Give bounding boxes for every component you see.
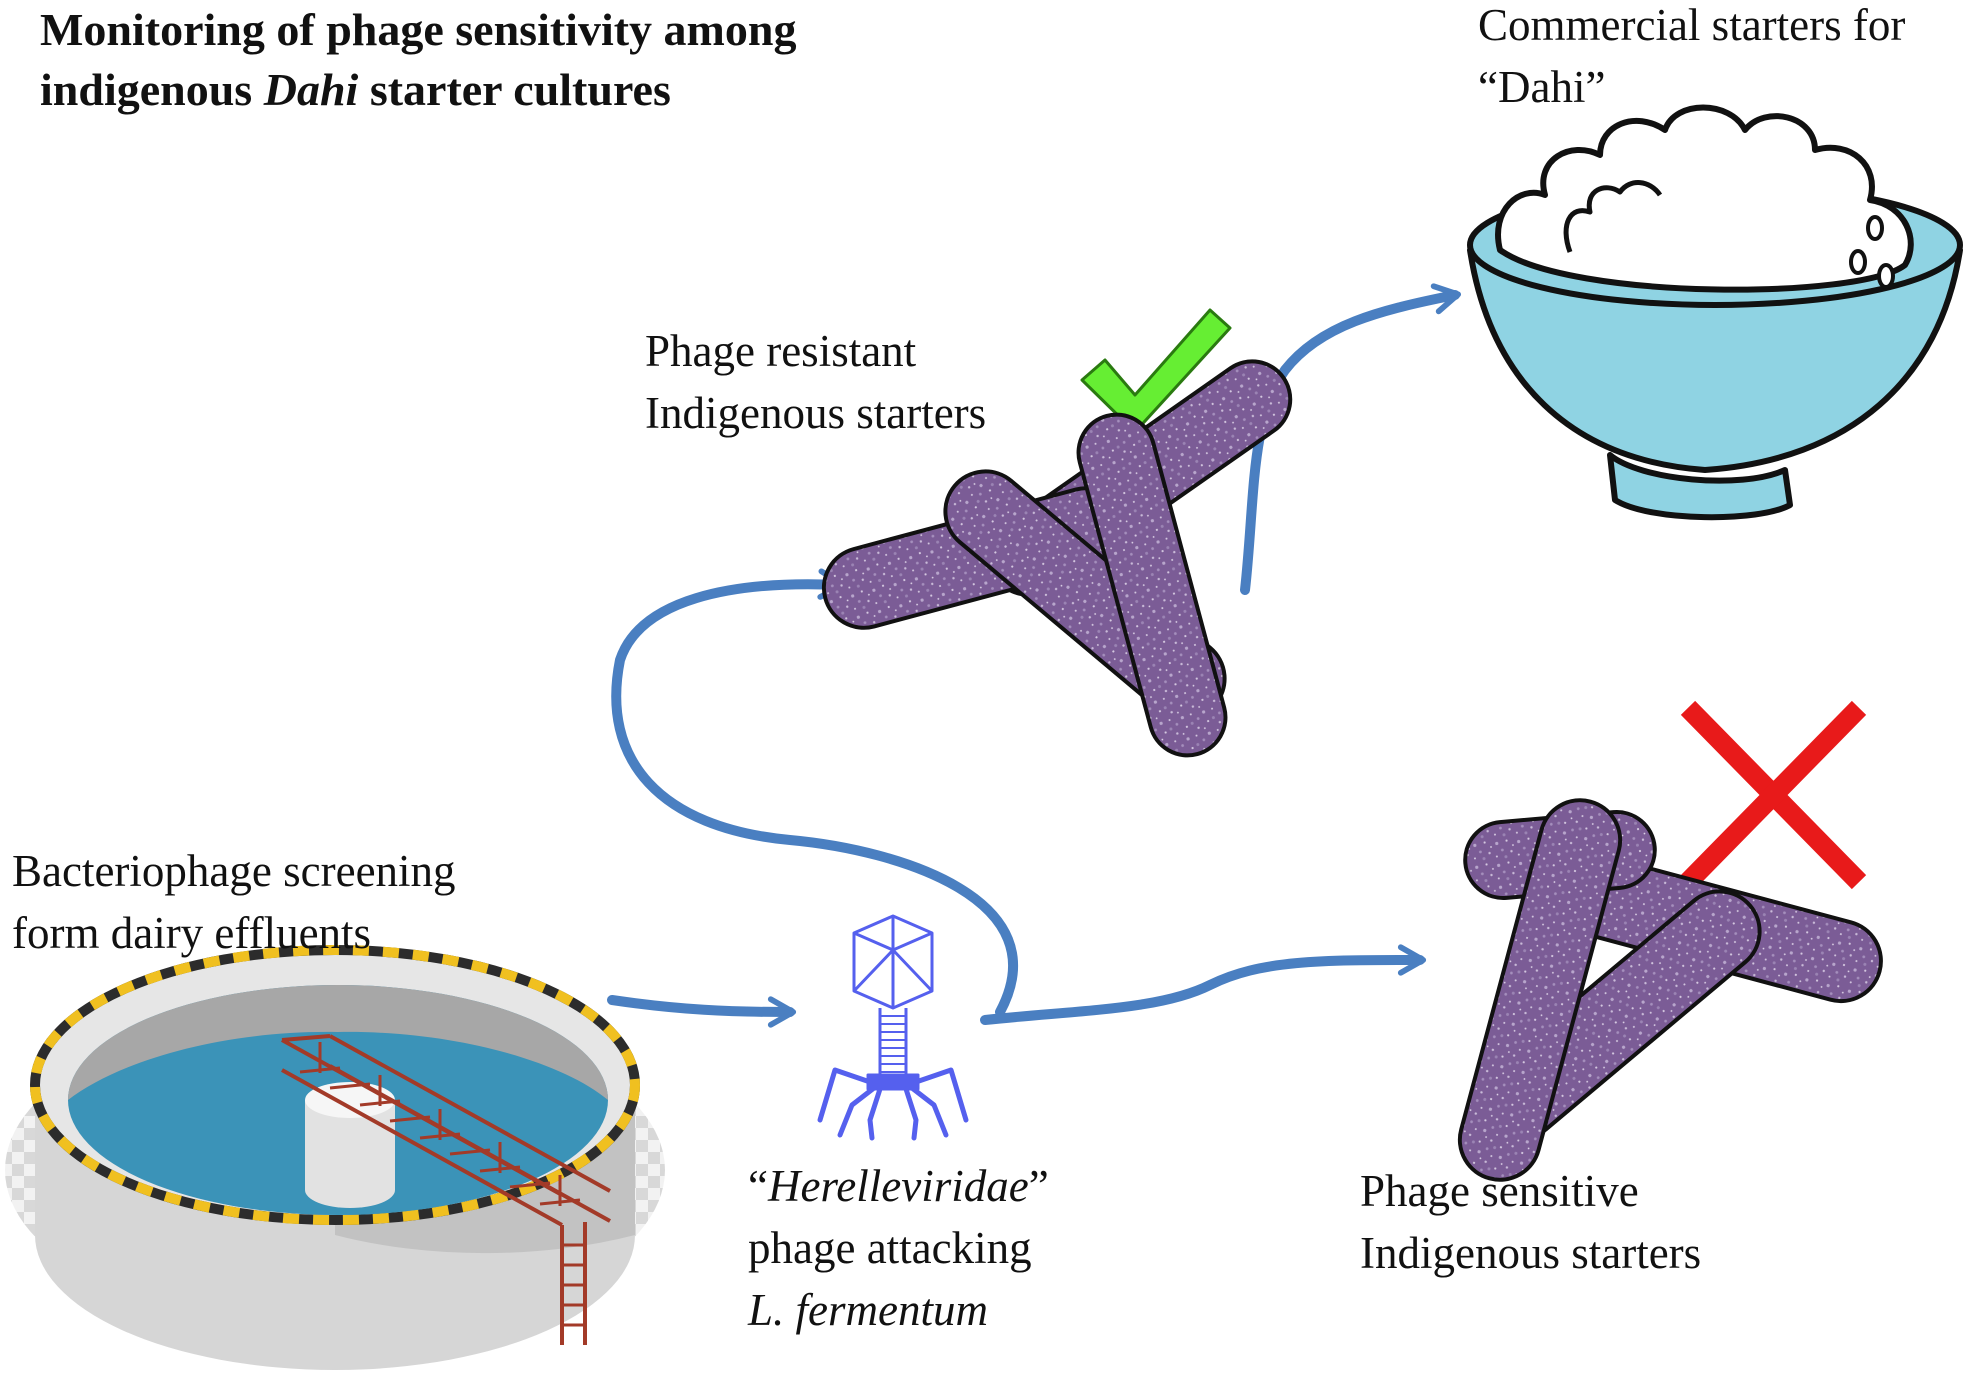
bacteriophage-icon — [817, 914, 969, 1141]
commercial-line-2: “Dahi” — [1478, 62, 1606, 112]
screening-line-2: form dairy effluents — [12, 908, 372, 958]
title-line-2-post: starter cultures — [358, 64, 671, 115]
commercial-line-1: Commercial starters for — [1478, 0, 1906, 50]
diagram-title: Monitoring of phage sensitivity among in… — [40, 0, 796, 120]
arrow-resistant-to-bowl — [1240, 283, 1462, 595]
effluent-tank-icon — [5, 945, 665, 1370]
arrow-phage-to-resistant — [611, 568, 1019, 1017]
title-dahi-italic: Dahi — [263, 64, 359, 115]
resistant-line-2: Indigenous starters — [645, 388, 987, 438]
phage-line-1: “Herelleviridae” — [748, 1155, 1049, 1217]
resistant-line-1: Phage resistant — [645, 326, 917, 376]
phage-close-quote: ” — [1028, 1161, 1049, 1211]
phage-host-italic: L. fermentum — [748, 1285, 988, 1335]
title-line-2-pre: indigenous — [40, 64, 264, 115]
sensitive-starters-label: Phage sensitive Indigenous starters — [1360, 1160, 1701, 1284]
rod-bacteria-icon — [1076, 412, 1228, 758]
commercial-starters-label: Commercial starters for “Dahi” — [1478, 0, 1905, 118]
phage-line-2: phage attacking — [748, 1223, 1032, 1273]
phage-family-italic: Herelleviridae — [767, 1161, 1029, 1211]
dahi-bowl-icon — [1467, 104, 1963, 521]
cross-mark-icon — [1680, 700, 1867, 890]
title-line-1: Monitoring of phage sensitivity among — [40, 4, 797, 55]
resistant-starters-label: Phage resistant Indigenous starters — [645, 320, 986, 444]
arrow-phage-to-sensitive — [980, 944, 1427, 1025]
rod-bacteria-icon — [1457, 798, 1623, 1182]
sensitive-line-1: Phage sensitive — [1360, 1166, 1639, 1216]
screening-label: Bacteriophage screening form dairy efflu… — [12, 840, 456, 964]
phage-line-3: L. fermentum — [748, 1279, 1049, 1341]
resistant-bacteria-cluster — [821, 359, 1293, 758]
title-line-2: indigenous Dahi starter cultures — [40, 60, 796, 120]
screening-line-1: Bacteriophage screening — [12, 846, 456, 896]
arrow-tank-to-phage — [607, 995, 797, 1028]
sensitive-bacteria-cluster — [1457, 798, 1883, 1182]
sensitive-line-2: Indigenous starters — [1360, 1228, 1702, 1278]
phage-open-quote: “ — [748, 1161, 768, 1211]
flow-arrows — [607, 283, 1462, 1028]
phage-label: “Herelleviridae” phage attacking L. ferm… — [748, 1155, 1049, 1341]
